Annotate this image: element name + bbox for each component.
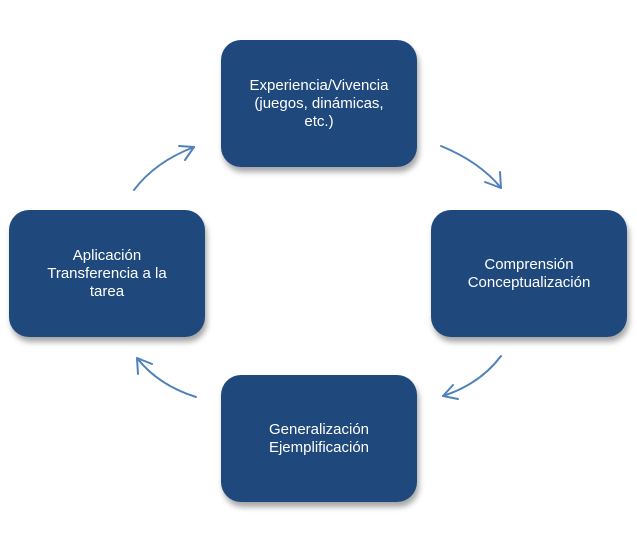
- node-comprension-text: Comprensión Conceptualización: [468, 256, 591, 292]
- node-experiencia-vivencia: Experiencia/Vivencia (juegos, dinámicas,…: [221, 40, 417, 167]
- node-line: Ejemplificación: [268, 438, 370, 456]
- node-line: Conceptualización: [467, 273, 591, 291]
- node-experiencia-vivencia-text: Experiencia/Vivencia (juegos, dinámicas,…: [250, 77, 389, 131]
- node-line: Experiencia/Vivencia: [249, 76, 389, 94]
- node-line: (juegos, dinámicas,: [254, 94, 384, 112]
- node-line: etc.): [304, 112, 334, 130]
- node-line: Transferencia a la: [47, 264, 167, 282]
- node-comprension-conceptualizacion: Comprensión Conceptualización: [431, 210, 627, 337]
- node-line: Aplicación: [72, 246, 142, 264]
- node-aplicacion-transferencia: Aplicación Transferencia a la tarea: [9, 210, 205, 337]
- arrow-generalizacion-to-aplicacion: [136, 357, 197, 398]
- node-generalizacion-text: Generalización Ejemplificación: [269, 421, 369, 457]
- node-aplicacion-text: Aplicación Transferencia a la tarea: [47, 247, 167, 301]
- arrow-aplicacion-to-experiencia: [133, 145, 195, 191]
- node-generalizacion-ejemplificacion: Generalización Ejemplificación: [221, 375, 417, 502]
- arrow-experiencia-to-comprension: [440, 145, 502, 189]
- node-line: Generalización: [268, 420, 370, 438]
- arrow-comprension-to-generalizacion: [442, 355, 502, 400]
- node-line: Comprensión: [484, 255, 574, 273]
- node-line: tarea: [89, 282, 125, 300]
